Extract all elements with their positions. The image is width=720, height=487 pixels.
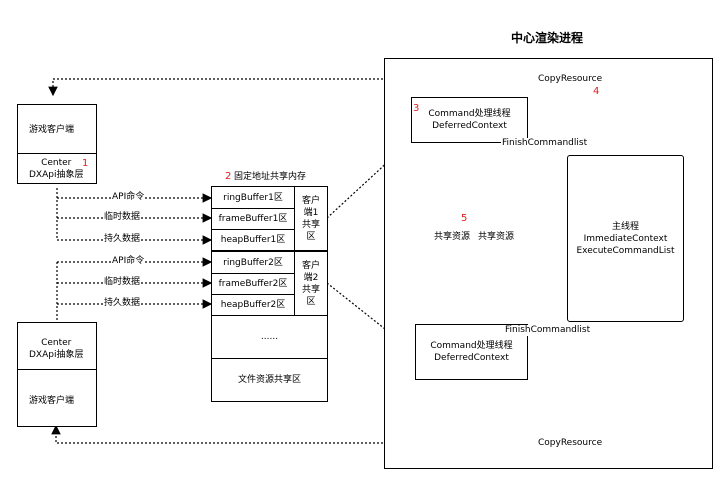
arrow-shared1-deferred [326,146,405,219]
copy-resource-bottom-label: CopyResource [537,438,604,449]
copy-resource-bottom-line [51,310,627,444]
marker-3: 3 [413,103,420,114]
label-temp-top: 临时数据 [103,212,142,223]
label-api-bottom: API命令 [111,256,146,267]
label-api-top: API命令 [111,192,146,203]
copy-resource-top-line [48,78,627,116]
shared-memory-header: 固定地址共享内存 [234,172,307,182]
marker-2: 2 [225,171,232,182]
frame-buffer-1: frameBuffer1区 [211,208,295,230]
heap-buffer-2: heapBuffer2区 [211,294,295,316]
copy-resource-top-label: CopyResource [537,74,604,85]
client-top: 游戏客户端 Center DXApi抽象层 1 [17,104,97,184]
client-bottom: Center DXApi抽象层 游戏客户端 [17,322,97,427]
label-persist-top: 持久数据 [103,234,142,245]
file-resource-area: 文件资源共享区 [211,358,328,402]
ring-buffer-1: ringBuffer1区 [211,186,295,209]
label-persist-bottom: 持久数据 [103,298,142,309]
client1-shared-label: 客户 端1 共享 区 [294,186,328,251]
frame-buffer-2: frameBuffer2区 [211,273,295,295]
page-title: 中心渲染进程 [511,31,584,45]
share-resource-left-label: 共享资源 [433,232,472,243]
deferred-context-top: Command处理线程 DeferredContext [411,97,528,143]
client-top-api-layer: Center DXApi抽象层 [29,158,84,180]
label-temp-bottom: 临时数据 [103,277,142,288]
marker-5: 5 [461,213,468,224]
marker-4: 4 [593,86,600,97]
main-thread: 主线程 ImmediateContext ExecuteCommandList [567,155,684,322]
ellipsis-area: ...... [211,315,328,359]
client-top-name: 游戏客户端 [29,125,75,135]
client-bottom-name: 游戏客户端 [29,396,75,406]
finish-commandlist-top-label: FinishCommandlist [501,138,589,149]
marker-1: 1 [82,158,89,169]
client2-shared-label: 客户 端2 共享 区 [294,251,328,316]
client-top-divider [18,153,96,154]
share-resource-right-label: 共享资源 [477,232,516,243]
ring-buffer-2: ringBuffer2区 [211,251,295,274]
client-bottom-divider [18,369,96,370]
heap-buffer-1: heapBuffer1区 [211,229,295,251]
client-bottom-api-layer: Center DXApi抽象层 [29,338,84,360]
finish-commandlist-bottom-label: FinishCommandlist [504,325,592,336]
